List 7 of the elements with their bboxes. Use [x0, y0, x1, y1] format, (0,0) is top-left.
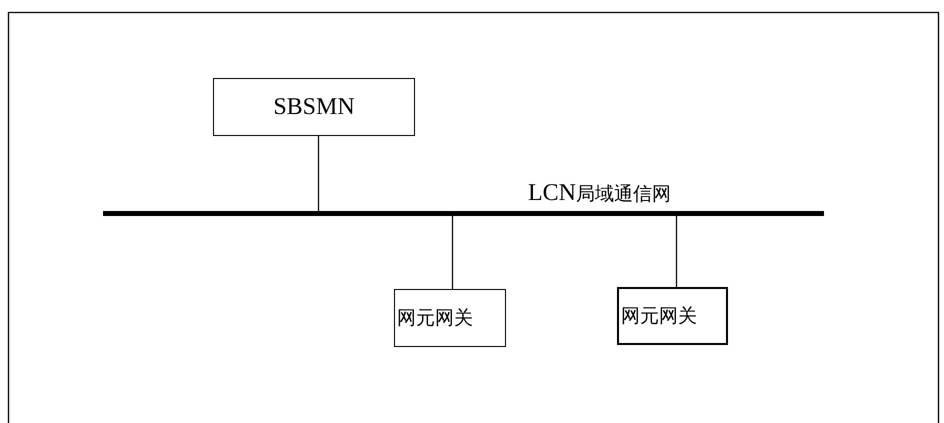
- process-box: SBSMN: [213, 78, 415, 136]
- connector-line: [318, 136, 320, 211]
- connector-line: [452, 216, 454, 289]
- network-label: LCN局域通信网: [528, 180, 671, 207]
- connector-line: [676, 216, 678, 287]
- process-box: 网元网关: [394, 289, 506, 347]
- process-box: 网元网关: [617, 287, 728, 345]
